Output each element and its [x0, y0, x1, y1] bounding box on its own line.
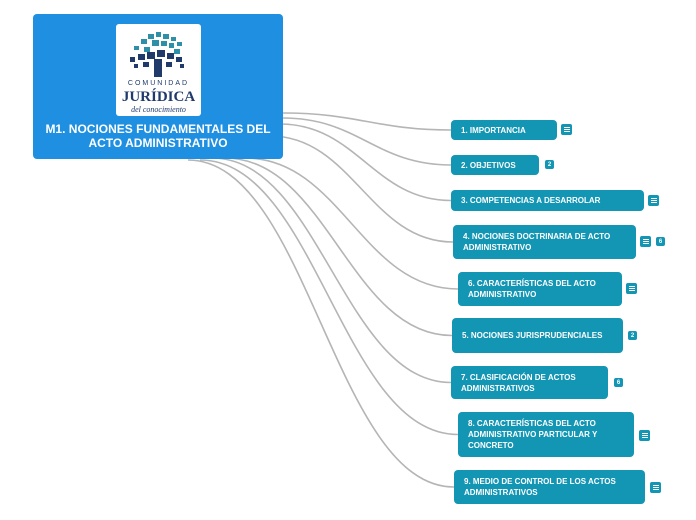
count-badge[interactable]: 2: [545, 160, 554, 169]
connector-line: [279, 123, 452, 202]
logo-text-conocimiento: del conocimiento: [131, 105, 186, 114]
topic-label: 7. CLASIFICACIÓN DE ACTOS ADMINISTRATIVO…: [461, 372, 576, 393]
topic-label: 4. NOCIONES DOCTRINARIA DE ACTO ADMINIST…: [463, 232, 611, 252]
count-badge[interactable]: 2: [628, 331, 637, 340]
topic-competencias[interactable]: 3. COMPETENCIAS A DESARROLAR: [451, 190, 644, 211]
note-icon[interactable]: [626, 283, 637, 294]
topic-medio-de-control[interactable]: 9. MEDIO DE CONTROL DE LOS ACTOS ADMINIS…: [454, 470, 645, 504]
connector-line: [244, 157, 459, 290]
topic-label: 3. COMPETENCIAS A DESARROLAR: [461, 196, 601, 205]
connector-line: [282, 112, 452, 131]
logo-text-juridica: JURÍDICA: [121, 89, 196, 105]
connector-line: [224, 157, 453, 337]
topic-label: 8. CARACTERÍSTICAS DEL ACTO ADMINISTRATI…: [468, 419, 598, 450]
topic-label: 6. CARACTERÍSTICAS DEL ACTO ADMINISTRATI…: [468, 279, 596, 299]
connector-line: [187, 159, 455, 488]
note-icon[interactable]: [650, 482, 661, 493]
count-badge[interactable]: 6: [614, 378, 623, 387]
logo-text-comunidad: COMUNIDAD: [127, 80, 190, 87]
topic-nociones-jurisprudenciales[interactable]: 5. NOCIONES JURISPRUDENCIALES: [452, 318, 623, 353]
topic-label: 2. OBJETIVOS: [461, 160, 516, 170]
topic-label: 5. NOCIONES JURISPRUDENCIALES: [462, 331, 603, 340]
topic-objetivos[interactable]: 2. OBJETIVOS: [451, 155, 539, 175]
topic-caracteristicas-acto[interactable]: 6. CARACTERÍSTICAS DEL ACTO ADMINISTRATI…: [458, 272, 622, 306]
count-badge[interactable]: 6: [656, 237, 665, 246]
note-icon[interactable]: [561, 124, 572, 135]
topic-label: 1. IMPORTANCIA: [461, 125, 526, 135]
comunidad-juridica-logo: COMUNIDAD JURÍDICA del conocimiento: [116, 24, 201, 116]
topic-clasificacion[interactable]: 7. CLASIFICACIÓN DE ACTOS ADMINISTRATIVO…: [451, 366, 608, 399]
note-icon[interactable]: [639, 430, 650, 441]
note-icon[interactable]: [648, 195, 659, 206]
connector-line: [282, 117, 452, 166]
topic-nociones-doctrinaria[interactable]: 4. NOCIONES DOCTRINARIA DE ACTO ADMINIST…: [453, 225, 636, 259]
connector-line: [211, 157, 452, 384]
note-icon[interactable]: [640, 236, 651, 247]
root-title: M1. NOCIONES FUNDAMENTALES DEL ACTO ADMI…: [45, 122, 271, 150]
logo-tree-icon: [130, 32, 184, 77]
connector-line: [269, 135, 454, 243]
topic-importancia[interactable]: 1. IMPORTANCIA: [451, 120, 557, 140]
connector-line: [199, 159, 459, 436]
root-topic[interactable]: COMUNIDAD JURÍDICA del conocimiento M1. …: [33, 14, 283, 159]
topic-caracteristicas-particular[interactable]: 8. CARACTERÍSTICAS DEL ACTO ADMINISTRATI…: [458, 412, 634, 457]
topic-label: 9. MEDIO DE CONTROL DE LOS ACTOS ADMINIS…: [464, 477, 616, 497]
